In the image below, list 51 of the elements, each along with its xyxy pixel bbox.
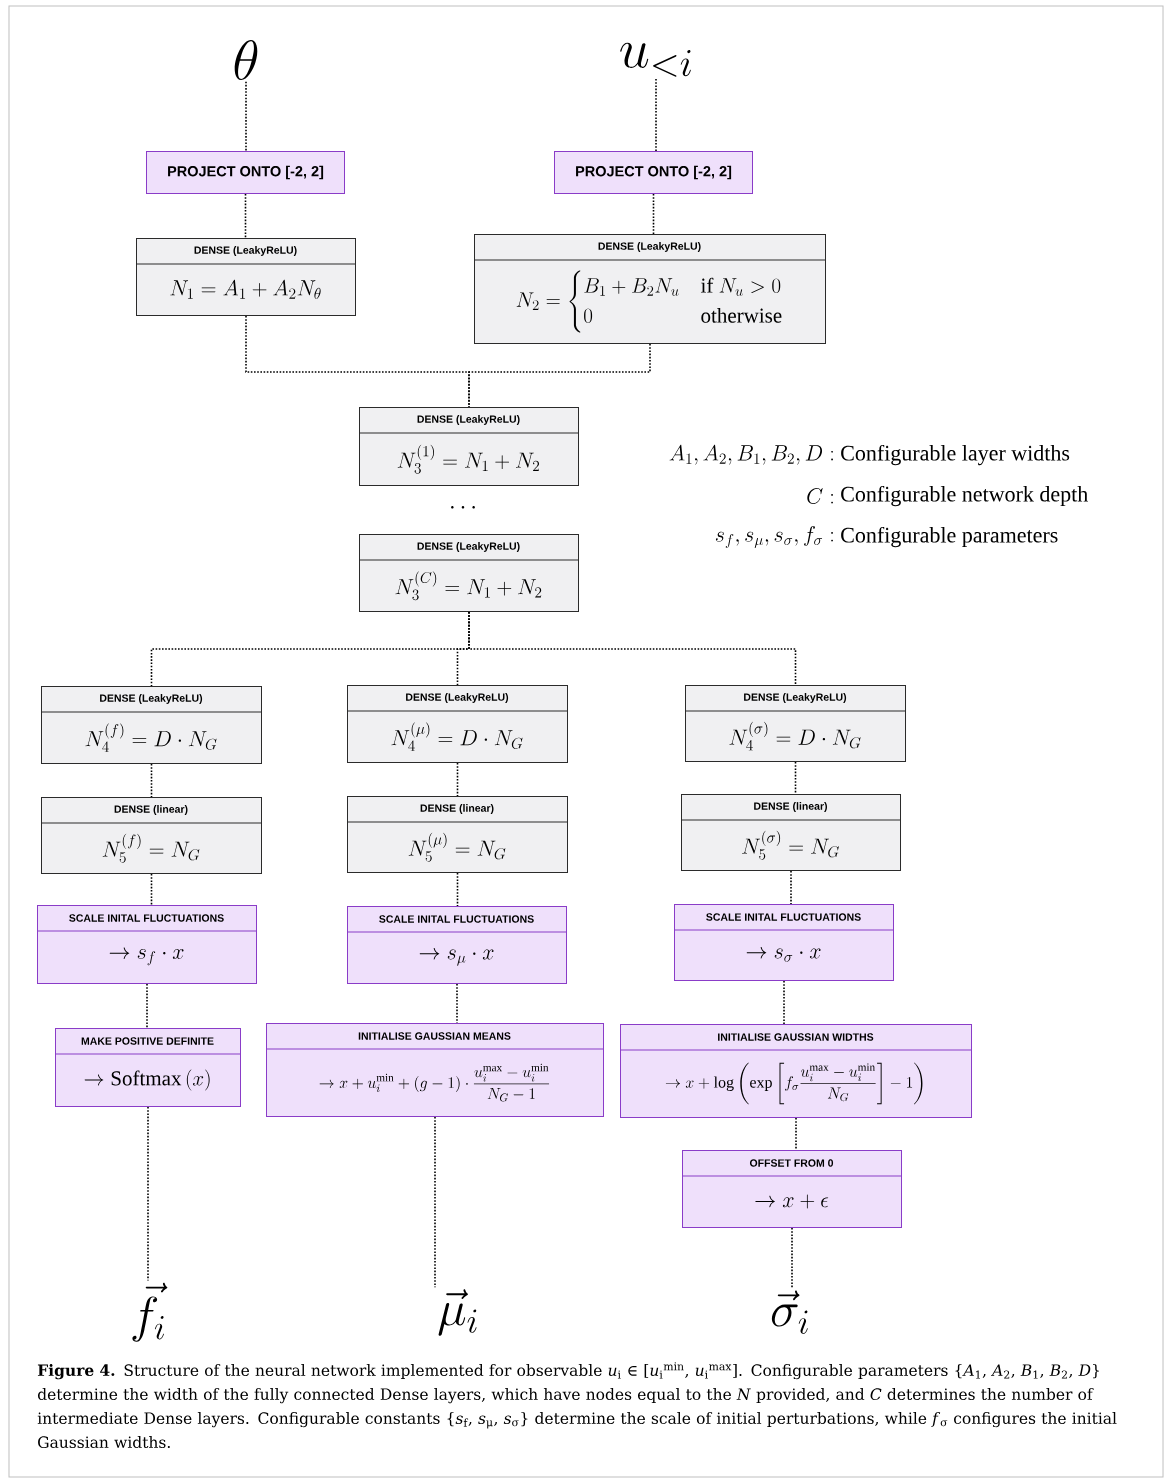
connector-line [468,611,797,686]
connector-line [456,872,459,907]
connector-line [434,1116,436,1288]
figure-caption: Figure 4. Structure of the neural network implemented for observable u$_{i}$ ∈ [u$_{i}$$^{min}$, u$_{i}$$^{max}$]. Configurable parameters {A$_{1}$, A$_{2}$, B$_{1}$, B$_{2}$, D} determine the width of the fully connected Dense layers, which have nodes equal to the N provided, and C determines the number of intermediate Dense layers. Configurable constants {s$_{f}$, s$_{μ}$, s$_{σ}$} determine the scale of initial perturbations, while f$_{σ}$ configures the initial Gaussian widths. [37,1362,1117,1449]
connector-line [146,983,148,1029]
layer-box: DENSE (LeakyReLU) $N_2 = \begin{cases} B_1 + B_2 N_u & \text{if } N_u > 0 \\ 0 & \text{otherwise} \end{cases}$ [473,234,826,344]
process-box: PROJECT ONTO [-2, 2] [554,151,753,194]
output-symbol: $\vec{f}_i$ [132,1282,168,1342]
output-symbol: $\vec{\sigma}_i$ [771,1290,808,1334]
connector-line [795,1117,797,1151]
layer-box: INITIALISE GAUSSIAN WIDTHS $\rightarrow x + \log\left(\exp\left[f_\sigma \frac{u_i^{\mathrm{max}} - u_i^{\mathrm{min}}}{N_G}\right] - 1\right)$ [619,1024,972,1118]
connector-line [794,761,797,795]
layer-box: DENSE (LeakyReLU) $N_1 = A_1 + A_2 N_\theta$ [135,238,356,316]
connector-line [456,983,458,1024]
layer-box: DENSE (LeakyReLU) $N_4^{(\sigma)} = D \cdot N_G$ [684,685,906,762]
layer-box: DENSE (LeakyReLU) $N_3^{(C)} = N_1 + N_2$ [358,534,579,612]
input-symbol: $u_{<i}$ [620,42,691,77]
layer-box: DENSE (LeakyReLU) $N_4^{(f)} = D \cdot N_G$ [40,686,262,764]
connector-line [783,980,785,1025]
layer-box: SCALE INITAL FLUCTUATIONS $\rightarrow s_\sigma \cdot x$ [673,904,894,981]
connector-line [150,763,153,798]
parameter-description: Configurable parameters [841,526,1058,548]
connector-line [456,762,459,797]
layer-box: DENSE (linear) $N_5^{(f)} = N_G$ [40,797,262,874]
connector-line [244,193,247,239]
parameter-symbols: $A_1, A_2, B_1, B_2, D:$ [669,444,833,465]
layer-box: MAKE POSITIVE DEFINITE $\rightarrow \mathrm{Softmax}\left(x\right)$ [54,1028,241,1107]
parameter-symbols: $C:$ [807,488,833,504]
layer-box: DENSE (linear) $N_5^{(\sigma)} = N_G$ [680,794,901,871]
connector-line [150,873,153,906]
output-symbol: $\vec{\mu}_i$ [438,1289,477,1336]
layer-box: DENSE (linear) $N_5^{(\mu)} = N_G$ [346,796,568,873]
layer-box: DENSE (LeakyReLU) $N_3^{(1)} = N_1 + N_2$ [358,407,579,486]
connector-line [468,343,651,408]
connector-line [655,78,657,152]
layer-box: OFFSET FROM 0 $\rightarrow x + \epsilon$ [681,1150,902,1228]
parameter-description: Configurable layer widths [841,444,1070,466]
connector-line [790,870,792,905]
ellipsis: $\cdots$ [451,506,475,509]
connector-line [652,193,655,235]
parameter-description: Configurable network depth [841,485,1088,507]
process-box: PROJECT ONTO [-2, 2] [146,151,345,194]
layer-box: DENSE (LeakyReLU) $N_4^{(\mu)} = D \cdot N_G$ [346,685,568,763]
layer-box: INITIALISE GAUSSIAN MEANS $\rightarrow x + u_i^{\mathrm{min}} + (g-1) \cdot \frac{u_i^{\mathrm{max}} - u_i^{\mathrm{min}}}{N_G - 1}$ [265,1023,604,1117]
connector-line [791,1227,793,1290]
connector-line [245,80,247,152]
parameter-symbols: $s_f, s_\mu, s_\sigma, f_\sigma:$ [715,526,833,549]
connector-line [147,1106,149,1282]
input-symbol: $\theta$ [234,40,258,80]
layer-box: SCALE INITAL FLUCTUATIONS $\rightarrow s_f \cdot x$ [36,905,257,984]
layer-box: SCALE INITAL FLUCTUATIONS $\rightarrow s_\mu \cdot x$ [346,906,567,984]
